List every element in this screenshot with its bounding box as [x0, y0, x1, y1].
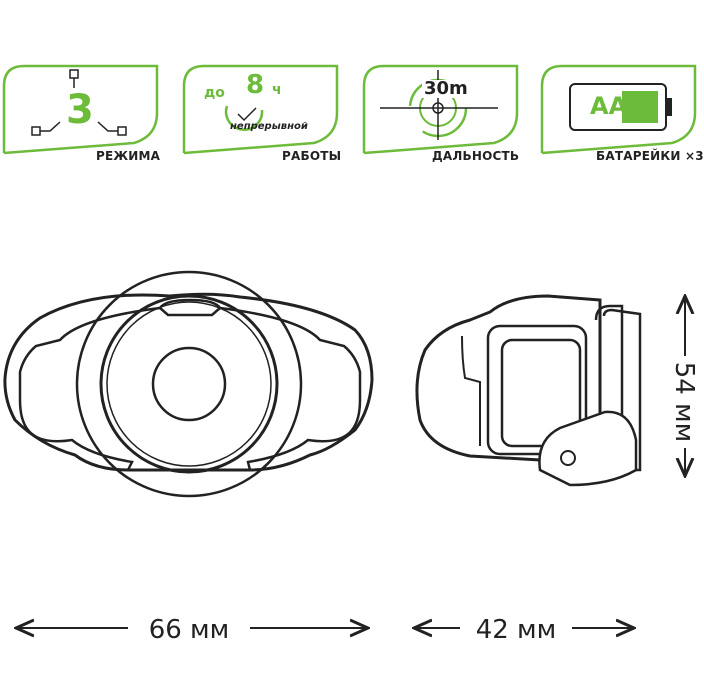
height-dimension: 54 мм [669, 362, 699, 443]
badge-frame [540, 64, 697, 155]
clock-icon [224, 105, 264, 131]
runtime-note: непрерывной [230, 121, 308, 132]
badge-distance: 30m [362, 58, 522, 168]
badge-runtime: до 8 ч непрерывной [182, 58, 342, 168]
depth-dimension: 42 мм [476, 615, 557, 645]
battery-label: БАТАРЕЙКИ ×3 [596, 149, 704, 163]
mode-switch-icon [31, 69, 127, 136]
modes-label: РЕЖИМА [96, 149, 161, 163]
distance-label: ДАЛЬНОСТЬ [432, 149, 520, 163]
modes-value: 3 [66, 87, 94, 133]
runtime-prefix: до [204, 85, 225, 101]
headlamp-front-view [3, 270, 374, 498]
distance-value: 30m [422, 78, 470, 99]
runtime-label: РАБОТЫ [282, 149, 342, 163]
width-dimension: 66 мм [149, 615, 230, 645]
badge-battery: AAA [540, 58, 700, 168]
battery-icon [569, 83, 672, 131]
badge-frame [182, 64, 339, 155]
badge-modes: 3 [2, 58, 162, 168]
runtime-unit: ч [272, 82, 282, 98]
runtime-value: 8 [246, 70, 265, 100]
badge-frame [2, 64, 159, 155]
headlamp-side-view [415, 294, 642, 487]
battery-value: AAA [590, 92, 646, 120]
badge-frame [362, 64, 519, 155]
